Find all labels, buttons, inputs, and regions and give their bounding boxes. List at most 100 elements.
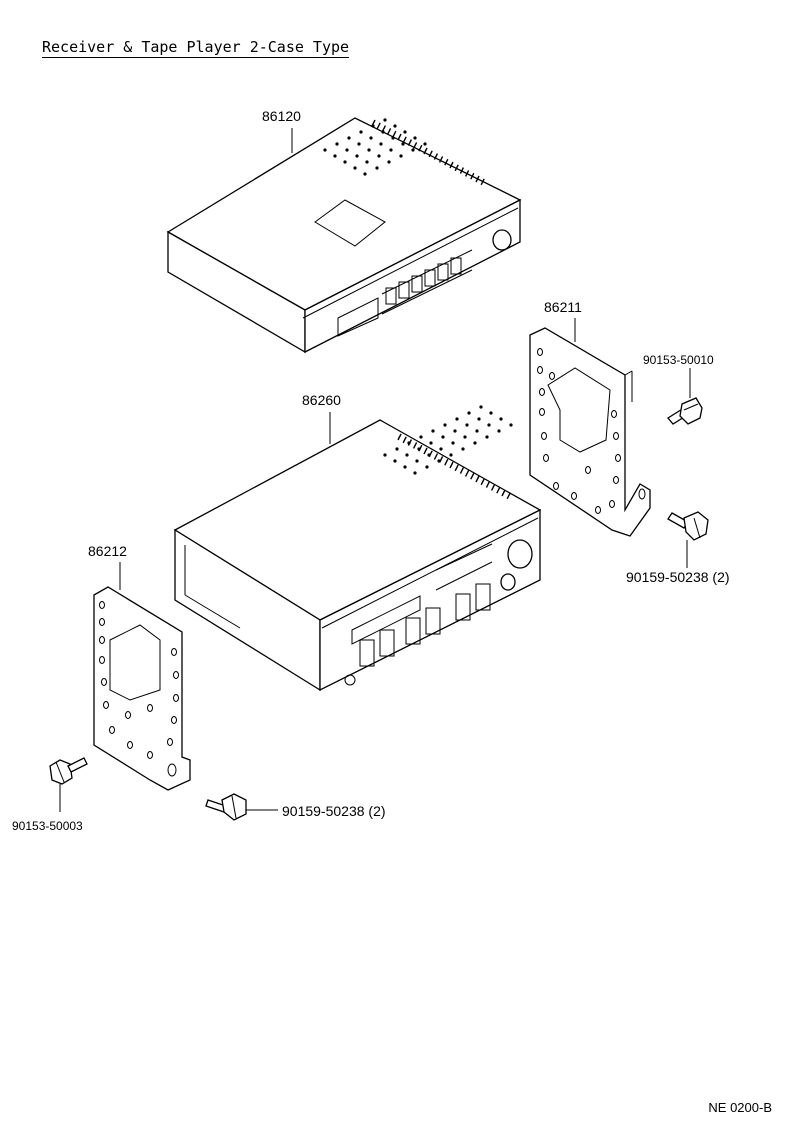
screw-90153-50003: 90153-50003 bbox=[12, 757, 88, 833]
bracket-hole bbox=[539, 408, 545, 416]
vent-hole bbox=[509, 423, 513, 427]
connector-pin bbox=[496, 486, 501, 494]
part-label-90159-50238-right: 90159-50238 (2) bbox=[626, 569, 730, 585]
vent-hole bbox=[485, 435, 489, 439]
screw-90159-50238-right: 90159-50238 (2) bbox=[626, 511, 730, 585]
vent-hole bbox=[477, 417, 481, 421]
screw-90159-50238-bottom: 90159-50238 (2) bbox=[205, 793, 386, 821]
bracket-right-holes bbox=[537, 348, 621, 514]
screw-90153-50010: 90153-50010 bbox=[643, 353, 714, 425]
receiver-buttons bbox=[385, 257, 462, 305]
bracket-hole bbox=[99, 656, 105, 664]
connector-pin bbox=[464, 470, 470, 477]
vent-hole bbox=[403, 465, 407, 469]
bracket-hole bbox=[167, 738, 173, 746]
bracket-hole bbox=[537, 348, 543, 356]
vent-hole bbox=[363, 172, 367, 176]
connector-pin bbox=[423, 147, 428, 155]
vent-hole bbox=[479, 405, 483, 409]
vent-hole bbox=[379, 142, 383, 146]
bracket-hole bbox=[537, 366, 543, 374]
tape-knob-large bbox=[507, 539, 533, 569]
bracket-hole bbox=[543, 454, 549, 462]
connector-pin bbox=[423, 447, 428, 455]
vent-hole bbox=[399, 154, 403, 158]
connector-pin bbox=[397, 433, 402, 441]
tape-vent-holes bbox=[383, 405, 513, 475]
connector-pin bbox=[444, 158, 449, 166]
connector-pin bbox=[438, 156, 444, 163]
connector-pin bbox=[371, 119, 376, 127]
vent-hole bbox=[473, 441, 477, 445]
connector-pin bbox=[459, 467, 465, 474]
vent-hole bbox=[439, 447, 443, 451]
bracket-hole bbox=[103, 701, 109, 709]
vent-hole bbox=[353, 166, 357, 170]
part-label-90153-50003: 90153-50003 bbox=[12, 819, 83, 833]
bracket-hole bbox=[613, 432, 619, 440]
connector-pin bbox=[412, 442, 418, 449]
vent-hole bbox=[391, 136, 395, 140]
tape-buttons bbox=[359, 583, 491, 667]
part-label-86212: 86212 bbox=[88, 543, 127, 559]
receiver-unit-86120: 86120 bbox=[166, 108, 522, 354]
bracket-hole bbox=[553, 482, 559, 490]
bracket-left-86212: 86212 bbox=[88, 543, 191, 791]
vent-hole bbox=[387, 160, 391, 164]
vent-hole bbox=[463, 435, 467, 439]
tape-knob-small bbox=[500, 573, 516, 591]
bracket-left-holes bbox=[99, 601, 179, 759]
bracket-hole bbox=[173, 694, 179, 702]
part-label-86260: 86260 bbox=[302, 392, 341, 408]
vent-hole bbox=[451, 441, 455, 445]
connector-pin bbox=[412, 142, 418, 149]
vent-hole bbox=[355, 154, 359, 158]
bracket-hole bbox=[541, 432, 547, 440]
connector-pin bbox=[454, 464, 459, 472]
vent-hole bbox=[449, 453, 453, 457]
bracket-hole bbox=[99, 636, 105, 644]
bracket-hole bbox=[99, 601, 105, 609]
part-label-90159-50238-bottom: 90159-50238 (2) bbox=[282, 803, 386, 819]
vent-hole bbox=[499, 417, 503, 421]
vent-hole bbox=[413, 471, 417, 475]
vent-hole bbox=[395, 447, 399, 451]
bracket-hole bbox=[127, 741, 133, 749]
bracket-hole bbox=[171, 716, 177, 724]
connector-pin bbox=[501, 489, 506, 497]
bracket-hole bbox=[147, 704, 153, 712]
connector-pin bbox=[418, 144, 423, 152]
vent-hole bbox=[425, 465, 429, 469]
part-label-86211: 86211 bbox=[544, 299, 582, 315]
diagram-code: NE 0200-B bbox=[708, 1100, 772, 1115]
bracket-hole bbox=[125, 711, 131, 719]
part-label-86120: 86120 bbox=[262, 108, 301, 124]
bracket-hole bbox=[611, 410, 617, 418]
connector-pin bbox=[433, 153, 439, 160]
connector-pin bbox=[490, 484, 496, 491]
part-label-90153-50010: 90153-50010 bbox=[643, 353, 714, 367]
connector-pin bbox=[506, 492, 511, 500]
connector-pin bbox=[464, 170, 470, 177]
bracket-hole bbox=[109, 726, 115, 734]
bracket-hole bbox=[171, 648, 177, 656]
bracket-hole bbox=[609, 500, 615, 508]
vent-hole bbox=[357, 142, 361, 146]
vent-hole bbox=[443, 423, 447, 427]
vent-hole bbox=[475, 429, 479, 433]
vent-hole bbox=[415, 459, 419, 463]
vent-hole bbox=[323, 148, 327, 152]
connector-pin bbox=[407, 139, 413, 146]
vent-hole bbox=[497, 429, 501, 433]
bracket-right-86211: 86211 bbox=[529, 299, 651, 537]
vent-hole bbox=[365, 160, 369, 164]
vent-hole bbox=[389, 148, 393, 152]
bracket-hole bbox=[549, 372, 555, 380]
connector-pin bbox=[418, 444, 423, 452]
vent-hole bbox=[383, 453, 387, 457]
connector-pin bbox=[407, 439, 413, 446]
connector-pin bbox=[386, 128, 392, 135]
bracket-hole bbox=[147, 751, 153, 759]
vent-hole bbox=[413, 136, 417, 140]
vent-hole bbox=[401, 142, 405, 146]
